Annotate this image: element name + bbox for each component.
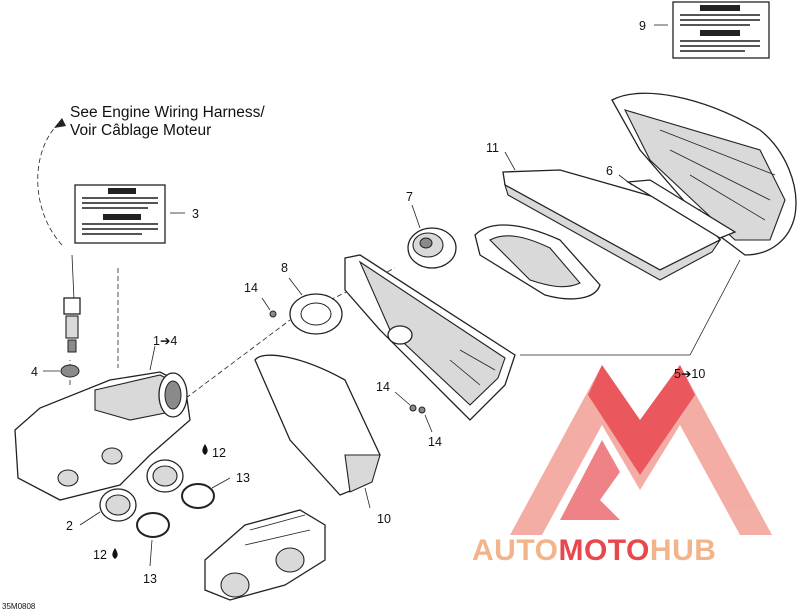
callout-14-lower: 14 — [428, 435, 442, 449]
callout-8: 8 — [281, 261, 288, 275]
airbox-cover — [611, 92, 797, 256]
callout-11: 11 — [486, 141, 499, 155]
drop-icon — [202, 444, 208, 455]
watermark-part-2: MOTO — [558, 534, 650, 567]
callout-12-left: 12 — [93, 548, 107, 562]
callout-10: 10 — [377, 512, 391, 526]
callout-numbers: 9 11 6 3 7 8 14 1➔4 4 5➔10 14 14 12 13 1… — [31, 19, 705, 586]
silencer-10 — [254, 354, 381, 496]
drop-icon — [112, 548, 118, 559]
clamps-and-adaptors — [99, 459, 215, 538]
wiring-connector — [63, 254, 81, 353]
caution-decal-3 — [74, 184, 166, 244]
callout-12-right: 12 — [212, 446, 226, 460]
foam-strip-11 — [502, 169, 722, 281]
callout-13-right: 13 — [236, 471, 250, 485]
intake-assembly — [14, 371, 191, 501]
callout-4: 4 — [31, 365, 38, 379]
caution-decal-9 — [672, 1, 770, 59]
callout-5-to-10: 5➔10 — [674, 367, 705, 381]
filter-tray — [474, 224, 601, 300]
watermark-part-3: HUB — [649, 534, 717, 567]
image-reference: 35M0808 — [2, 602, 36, 611]
wiring-harness-note: See Engine Wiring Harness/ Voir Câblage … — [70, 104, 265, 140]
harness-arrow — [37, 118, 66, 246]
callout-14-left: 14 — [244, 281, 258, 295]
grommet-4 — [60, 364, 80, 378]
callout-9: 9 — [639, 19, 646, 33]
callout-14-mid: 14 — [376, 380, 390, 394]
callout-6: 6 — [606, 164, 613, 178]
callout-7: 7 — [406, 190, 413, 204]
watermark-text: AUTOMOTOHUB — [472, 534, 716, 568]
note-line-2: Voir Câblage Moteur — [70, 122, 212, 139]
ring-8 — [289, 293, 343, 335]
oil-drop-icons — [112, 444, 208, 559]
watermark-logo — [510, 365, 772, 535]
washers-14 — [269, 310, 426, 414]
strip-6 — [625, 179, 737, 239]
throttle-bodies — [204, 509, 326, 601]
grommet-7 — [407, 227, 457, 269]
watermark-part-1: AUTO — [472, 534, 559, 567]
airbox-housing — [344, 254, 516, 421]
callout-13-left: 13 — [143, 572, 157, 586]
callout-3: 3 — [192, 207, 199, 221]
callout-leaders — [43, 24, 741, 567]
callout-2: 2 — [66, 519, 73, 533]
note-line-1: See Engine Wiring Harness/ — [70, 104, 265, 121]
callout-1-to-4: 1➔4 — [153, 334, 177, 348]
